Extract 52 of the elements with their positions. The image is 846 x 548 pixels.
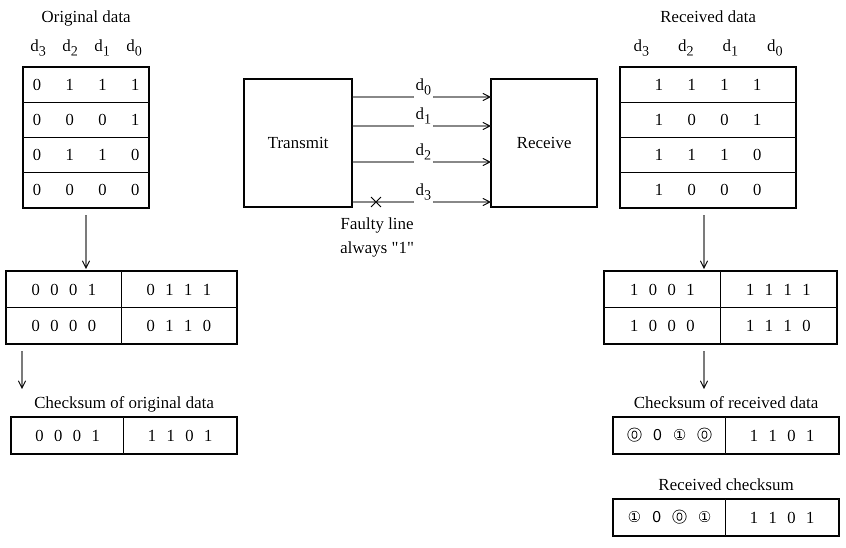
table-cell-text: 1 1 0 1 (748, 507, 816, 529)
arrow (353, 198, 491, 206)
edge-label: d$_{1}$ (414, 106, 434, 128)
arrow (353, 158, 491, 166)
table-cell: 0 0 0 0 (7, 308, 122, 343)
column-header: d$_{0}$ (766, 36, 783, 60)
box-label: Transmit (268, 133, 328, 153)
table-cell: ⓪ 0 ① ⓪ (614, 418, 726, 453)
table-cell-text: 0 1 1 0 (145, 315, 212, 337)
table-cell: 0 0 0 1 (12, 418, 124, 453)
column-header: d$_{3}$ (633, 36, 650, 60)
table-heading: Checksum of received data (632, 392, 820, 414)
table-row: 1 1 1 0 (621, 138, 795, 173)
table-row: 1 1 1 1 (621, 68, 795, 103)
arrow (82, 215, 90, 269)
table-cell-text: 1 1 0 1 (748, 425, 816, 447)
table-row-text: 1 0 0 0 (654, 179, 762, 201)
edge-label: d$_{2}$ (414, 142, 434, 164)
table-cell-text: 1 1 1 0 (744, 315, 812, 337)
edge-label: d$_{0}$ (414, 77, 434, 98)
note-text: Faulty line always "1" (339, 213, 415, 259)
table-row: 1 0 0 1 (621, 103, 795, 138)
arrow (700, 215, 708, 269)
column-header: d$_{3}$ (30, 36, 46, 60)
table-row: 0 1 1 1 (24, 68, 148, 103)
table-heading: Checksum of original data (33, 392, 215, 414)
column-header: d$_{1}$ (94, 36, 110, 60)
column-header: d$_{2}$ (62, 36, 78, 60)
process-box (490, 78, 598, 208)
table-heading: Original data (40, 6, 132, 28)
arrow (18, 351, 26, 389)
column-header: d$_{1}$ (722, 36, 738, 60)
box-label: Receive (516, 133, 572, 153)
arrow (353, 92, 491, 102)
arrow (353, 122, 491, 130)
process-box (243, 78, 353, 208)
table-cell: 0 1 1 1 (122, 272, 236, 308)
arrow (700, 351, 708, 389)
table-row: 0 1 1 0 (24, 138, 148, 173)
table-cell: 0 0 0 1 (7, 272, 122, 308)
table-heading: Received data (659, 6, 757, 28)
table-cell: ① 0 ⓪ ① (614, 500, 726, 535)
edge-label: d$_{3}$ (414, 182, 434, 204)
table-row-text: 0 0 0 0 (32, 179, 140, 201)
table-cell-text: 1 1 0 1 (146, 425, 214, 447)
column-header: d$_{2}$ (678, 36, 694, 60)
table-cell: 1 1 1 1 (720, 272, 836, 308)
table-heading: Received checksum (657, 474, 795, 496)
column-header: d$_{0}$ (126, 36, 142, 60)
table-cell: 1 0 0 0 (605, 308, 720, 343)
table-row: 0 0 0 1 (24, 103, 148, 138)
table-cell: 1 0 0 1 (605, 272, 720, 308)
